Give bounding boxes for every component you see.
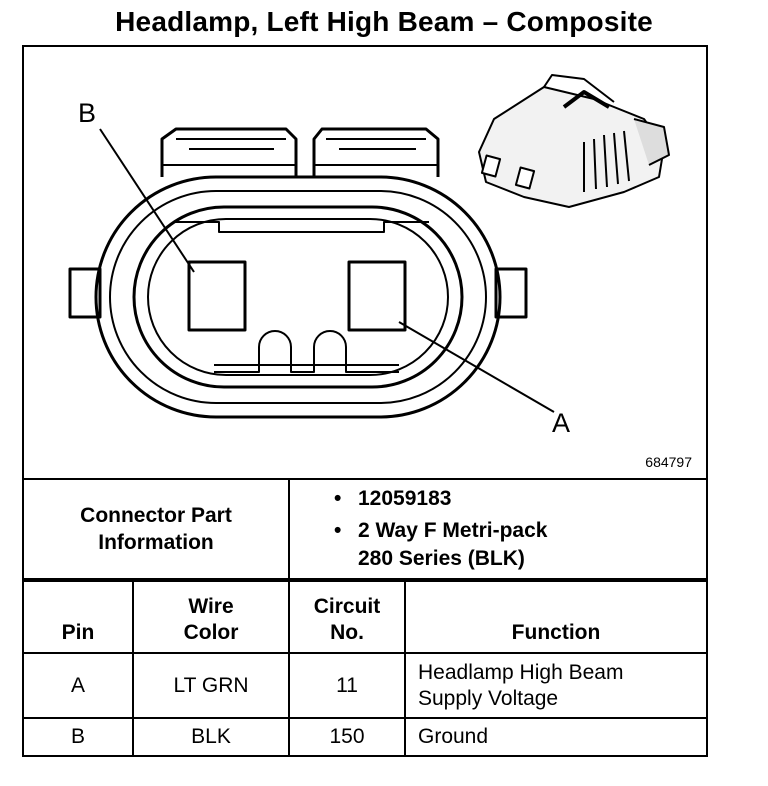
top-latch-left — [160, 127, 298, 177]
cell-wire-color: LT GRN — [132, 652, 290, 719]
cell-circuit: 11 — [288, 652, 406, 719]
part-number-item: • 12059183 — [334, 485, 547, 513]
header-function: Function — [404, 580, 708, 654]
connector-diagram: B A 684797 — [22, 45, 708, 480]
cell-pin: A — [22, 652, 134, 719]
connector-face-drawing: B A — [68, 74, 670, 438]
cell-wire-color: BLK — [132, 717, 290, 757]
housing-inner — [132, 205, 464, 389]
side-tab-right — [494, 267, 528, 319]
table-row: B BLK 150 Ground — [22, 717, 708, 757]
side-tab-left — [68, 267, 102, 319]
bullet-glyph: • — [334, 487, 342, 510]
connector-info-label-line1: Connector Part — [80, 503, 232, 527]
cell-function: Ground — [404, 717, 708, 757]
callout-b: B — [78, 98, 96, 128]
housing-outer — [94, 175, 502, 419]
header-pin: Pin — [22, 580, 134, 654]
leader-line-a — [398, 321, 555, 413]
connector-type-line1: 2 Way F Metri-pack — [358, 519, 548, 542]
connector-iso-view — [478, 74, 670, 208]
terminal-b — [187, 260, 247, 332]
bullet-glyph: • — [334, 519, 342, 542]
cell-pin: B — [22, 717, 134, 757]
leader-line-b — [99, 128, 195, 273]
page-title: Headlamp, Left High Beam – Composite — [115, 6, 653, 37]
diagram-reference-number: 684797 — [645, 454, 692, 470]
connector-info-label: Connector Part Information — [24, 479, 290, 578]
callout-a: A — [552, 408, 570, 438]
cell-circuit: 150 — [288, 717, 406, 757]
connector-info-details: • 12059183 • 2 Way F Metri-pack 280 Seri… — [334, 485, 547, 573]
terminal-a — [347, 260, 407, 332]
part-number: 12059183 — [358, 487, 452, 510]
connector-info-box: Connector Part Information • 12059183 • … — [22, 479, 708, 580]
connector-info-label-line2: Information — [98, 530, 214, 554]
connector-type-item: • 2 Way F Metri-pack 280 Series (BLK) — [334, 517, 547, 573]
connector-type-line2: 280 Series (BLK) — [358, 547, 525, 570]
top-latch-right — [312, 127, 440, 177]
